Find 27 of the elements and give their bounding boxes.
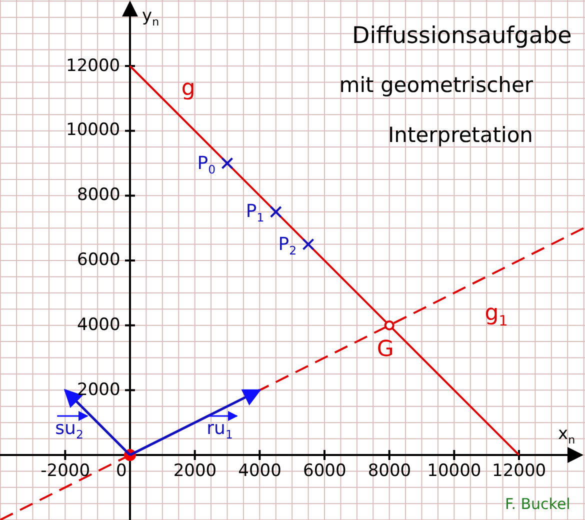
vector-label: ru$_{1}$ <box>206 420 233 442</box>
tick-label: 2000 <box>77 382 120 399</box>
vector-label: su$_{2}$ <box>55 420 84 442</box>
tick-label: 2000 <box>173 463 217 480</box>
tick-label: 4000 <box>77 316 120 334</box>
subtitle: mit geometrischer Interpretation <box>338 72 533 149</box>
title: Diffussionsaufgabe <box>352 24 572 48</box>
tick-label: 12000 <box>492 463 546 480</box>
credit-text: F. Buckel <box>505 497 570 512</box>
tick-label: 4000 <box>238 463 282 480</box>
tick-label: 12000 <box>66 58 120 74</box>
point-label: P$_{0}$ <box>197 154 216 176</box>
line-label: g$_{1}$ <box>484 302 508 328</box>
axis-label: x$_{n}$ <box>558 426 576 446</box>
tick-label: 10000 <box>427 463 482 480</box>
point-label: G <box>376 339 394 362</box>
tick-label: 10000 <box>66 122 120 140</box>
point-label: P$_{1}$ <box>246 203 264 225</box>
tick-label: 6000 <box>77 252 120 269</box>
axis-label: y$_{n}$ <box>142 8 160 28</box>
tick-label: 6000 <box>303 463 346 480</box>
tick-label: 8000 <box>77 187 120 204</box>
tick-label: 8000 <box>368 463 412 480</box>
point-label: P$_{2}$ <box>278 236 297 258</box>
tick-label: -2000 <box>40 463 90 480</box>
line-label: g <box>181 78 196 100</box>
tick-label: 0 <box>116 463 127 480</box>
